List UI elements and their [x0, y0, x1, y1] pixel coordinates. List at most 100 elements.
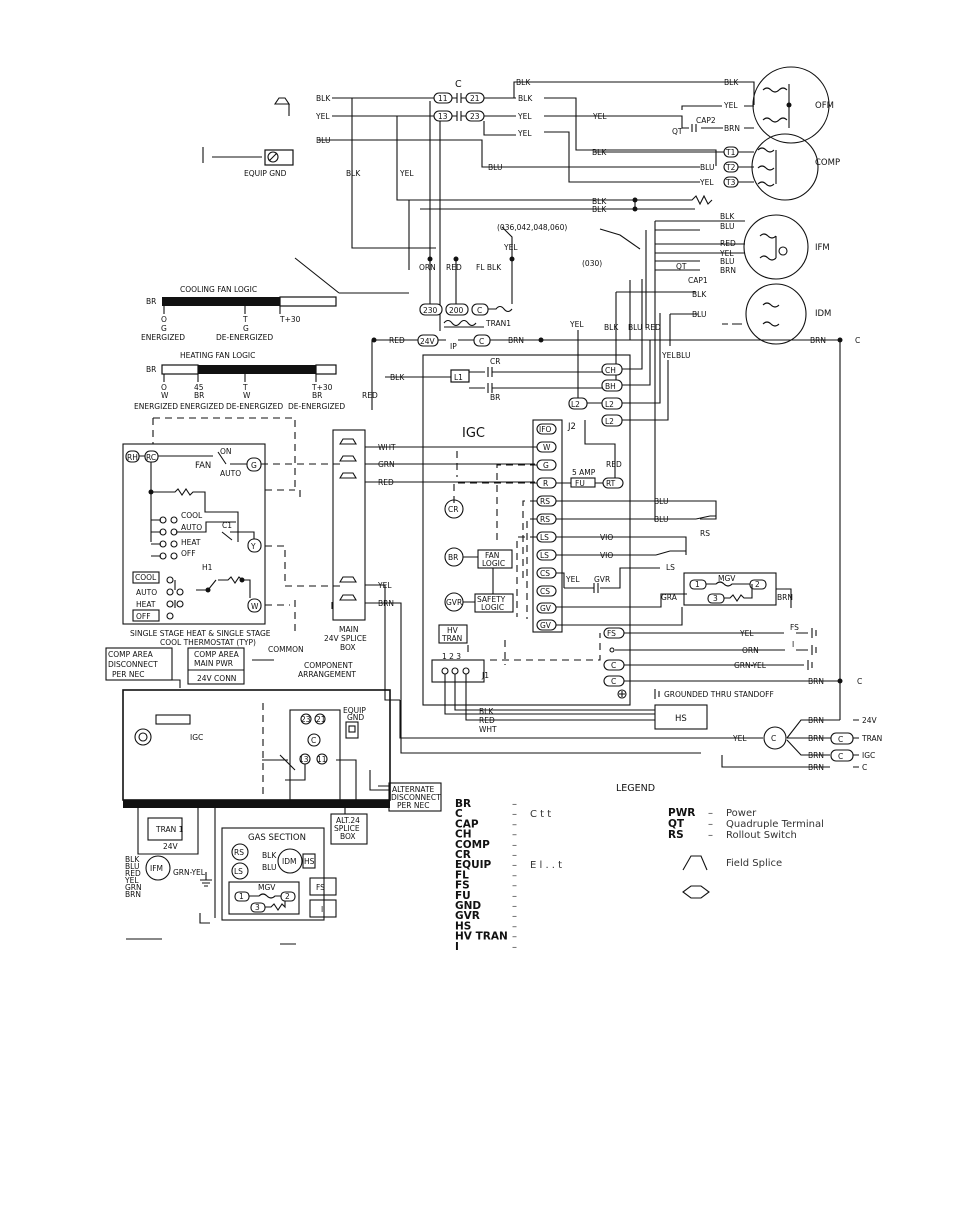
legend-title: LEGEND: [616, 783, 655, 794]
wire-label-brn6: BRN: [777, 593, 793, 602]
fuse-label: FU: [575, 479, 585, 488]
tran1-230-term: 230: [423, 306, 438, 315]
igc-j1-pins: 1 2 3: [442, 652, 461, 661]
legend-dash-5: –: [512, 850, 517, 861]
c-terminal-1: C: [611, 661, 616, 670]
legend-dash-8: –: [512, 881, 517, 892]
thermostat-y: Y: [250, 542, 256, 551]
j2-pin-g: G: [543, 461, 549, 470]
legend-dash-1: –: [512, 809, 517, 820]
wire-label-blu1: BLU: [700, 163, 714, 172]
wire-label-blk5: BLK: [592, 148, 607, 157]
gvr-contact-label: GVR: [594, 575, 610, 584]
legend-qt-def: Quadruple Terminal: [726, 819, 824, 830]
wire-label-blu8: BLU: [676, 351, 690, 360]
legend-dash-10: –: [512, 901, 517, 912]
wire-label-red3: RED: [389, 336, 405, 345]
wire-label-blk13: BLK: [479, 707, 494, 716]
wire-label-red4: RED: [362, 391, 378, 400]
igc-l2-a: L2: [571, 400, 580, 409]
igc-bh: BH: [605, 382, 616, 391]
igc-hv-tran-2: TRAN: [441, 634, 462, 643]
j2-pin-rs1: RS: [540, 497, 550, 506]
wire-label-orn: ORN: [419, 263, 436, 272]
igc-ch: CH: [605, 366, 616, 375]
legend-field-splice: Field Splice: [726, 858, 782, 869]
wire-label-blk6: BLK: [346, 169, 361, 178]
legend-dash-9: –: [512, 891, 517, 902]
igniter-label: I: [792, 640, 794, 649]
gas-idm: IDM: [282, 857, 296, 866]
legend-abbr-13: HV TRAN: [455, 931, 508, 943]
j2-pin-ls2: LS: [540, 551, 549, 560]
cooling-mark-t30: T+30: [279, 315, 301, 324]
igc-board: IGC J2 L1 BLK CR BR CH BH L2 L2 L2 YEL B…: [385, 279, 690, 734]
c-terminal-3: C: [838, 735, 843, 744]
arr-term-21: 21: [316, 715, 326, 724]
wire-label-blu4: BLU: [720, 222, 734, 231]
wire-label-red5: RED: [378, 478, 394, 487]
wire-label-blk8: BLK: [592, 205, 607, 214]
quadruple-terminal-symbol: [682, 885, 710, 899]
cooling-state-1: DE-ENERGIZED: [216, 333, 273, 342]
wire-label-vio1: VIO: [600, 533, 613, 542]
legend-qt-abbr: QT: [668, 818, 685, 830]
fuse-rating: 5 AMP: [572, 468, 596, 477]
comp-term-t2: T2: [725, 163, 736, 172]
wire-label-orn2: ORN: [742, 646, 759, 655]
wire-label-brn1: BRN: [724, 124, 740, 133]
wire-label-blu5: BLU: [720, 257, 734, 266]
thermostat-fan-auto: AUTO: [220, 469, 241, 478]
wire-label-red6: RED: [645, 323, 661, 332]
wire-label-yel11: YEL: [569, 320, 584, 329]
wire-label-blk1: BLK: [316, 94, 331, 103]
igc-br-relay: BR: [448, 553, 458, 562]
thermostat-sw-cool: COOL: [135, 573, 157, 582]
legend-qt-dash: –: [708, 819, 713, 830]
c-terminal-2: C: [611, 677, 616, 686]
igc-cr-relay: CR: [448, 505, 458, 514]
legend-rs-abbr: RS: [668, 829, 684, 841]
ifm-lead-red: RED: [125, 869, 141, 878]
conn-24v: 24V CONN: [197, 674, 236, 683]
mgv-term-2: 2: [755, 580, 760, 589]
ip-label: IP: [450, 342, 457, 351]
wire-label-yel12: YEL: [661, 351, 676, 360]
igc-title: IGC: [462, 426, 485, 441]
ifm-lead-blk: BLK: [125, 855, 140, 864]
legend-abbr-14: I: [455, 941, 459, 953]
hs-label: HS: [675, 714, 687, 724]
thermostat-caption2: COOL THERMOSTAT (TYP): [160, 638, 256, 647]
wire-label-brn11: BRN: [808, 763, 824, 772]
heating-fan-logic-title: HEATING FAN LOGIC: [180, 351, 255, 360]
cooling-state-0: ENERGIZED: [141, 333, 185, 342]
wire-label-brn2: BRN: [720, 266, 736, 275]
legend-abbr-4: COMP: [455, 839, 490, 851]
legend-abbr-10: GND: [455, 900, 481, 912]
grounded-label: GROUNDED THRU STANDOFF: [664, 690, 774, 699]
igc-fan-logic-1: FAN: [485, 551, 499, 560]
wire-label-brn9: BRN: [808, 734, 824, 743]
legend-def-1: C t t: [530, 809, 551, 820]
thermostat-on: ON: [220, 447, 232, 456]
fs-switch-label: FS: [790, 623, 799, 632]
wire-label-yel6: YEL: [699, 178, 714, 187]
heating-mark-t30: T+30: [311, 383, 333, 392]
heating-sub-1: BR: [194, 391, 204, 400]
legend-dash-3: –: [512, 830, 517, 841]
arrangement-title-2: ARRANGEMENT: [298, 670, 356, 679]
wire-label-blk2: BLK: [516, 78, 531, 87]
contactor-term-21: 21: [470, 94, 480, 103]
cooling-sub-0: G: [161, 324, 167, 333]
legend-dash-12: –: [512, 921, 517, 932]
heating-sub-2: W: [243, 391, 251, 400]
wire-label-yel5: YEL: [592, 112, 607, 121]
thermostat-caption1: SINGLE STAGE HEAT & SINGLE STAGE: [130, 629, 271, 638]
thermostat-sw-heat: HEAT: [136, 600, 156, 609]
c-label-3: C: [862, 763, 867, 772]
gas-mgv-1: 1: [239, 892, 244, 901]
contactor-term-23: 23: [470, 112, 480, 121]
component-arrangement: COMP AREA DISCONNECT PER NEC COMP AREA M…: [105, 647, 442, 945]
comp-term-t3: T3: [725, 178, 736, 187]
wire-label-yel14: YEL: [739, 629, 754, 638]
